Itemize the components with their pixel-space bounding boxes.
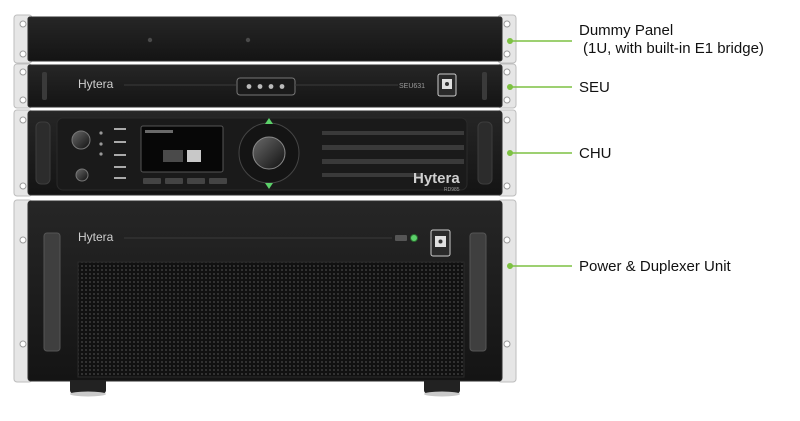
chu-unit: Hytera RD985: [13, 109, 517, 197]
callout-chu: [507, 150, 572, 156]
chu-handle-right: [477, 121, 493, 185]
power-handle-left: [43, 232, 61, 352]
dummy-panel-body: [27, 16, 503, 62]
chu-volume-knob: [71, 130, 91, 150]
power-brand-logo: Hytera: [78, 230, 114, 244]
dummy-panel-label: Dummy Panel: [579, 22, 674, 39]
power-duplexer-label: Power & Duplexer Unit: [579, 258, 731, 275]
chu-brand-logo: Hytera: [413, 170, 460, 187]
seu-brand-logo: Hytera: [78, 77, 114, 91]
power-handle-right: [469, 232, 487, 352]
led-down-icon: [265, 183, 273, 189]
screw-icon: [245, 37, 251, 43]
seu-unit: Hytera SEU631: [13, 63, 517, 109]
chu-main-knob: [252, 136, 286, 170]
seu-label: SEU: [579, 79, 610, 96]
seu-handle-right: [482, 72, 487, 100]
dummy-panel-unit: [13, 14, 517, 64]
led-up-icon: [265, 118, 273, 124]
foot-right: [424, 381, 460, 394]
callout-dummy-panel: [507, 38, 572, 44]
chu-channel-knob-small: [75, 168, 89, 182]
callout-power-duplexer: [507, 263, 572, 269]
seu-model-label: SEU631: [399, 83, 425, 90]
callout-seu: [507, 84, 572, 90]
power-status-led-icon: [410, 234, 418, 242]
seu-port-block: [236, 77, 296, 96]
chu-display-screen: [140, 125, 224, 173]
chu-model-label: RD985: [444, 187, 460, 193]
foot-left: [70, 381, 106, 394]
seu-handle-left: [42, 72, 47, 100]
chu-handle-left: [35, 121, 51, 185]
power-duplexer-unit: Hytera: [13, 199, 517, 397]
ventilation-grille: [77, 261, 465, 378]
dummy-panel-sublabel: (1U, with built-in E1 bridge): [583, 40, 764, 57]
screw-icon: [147, 37, 153, 43]
chu-label: CHU: [579, 145, 612, 162]
